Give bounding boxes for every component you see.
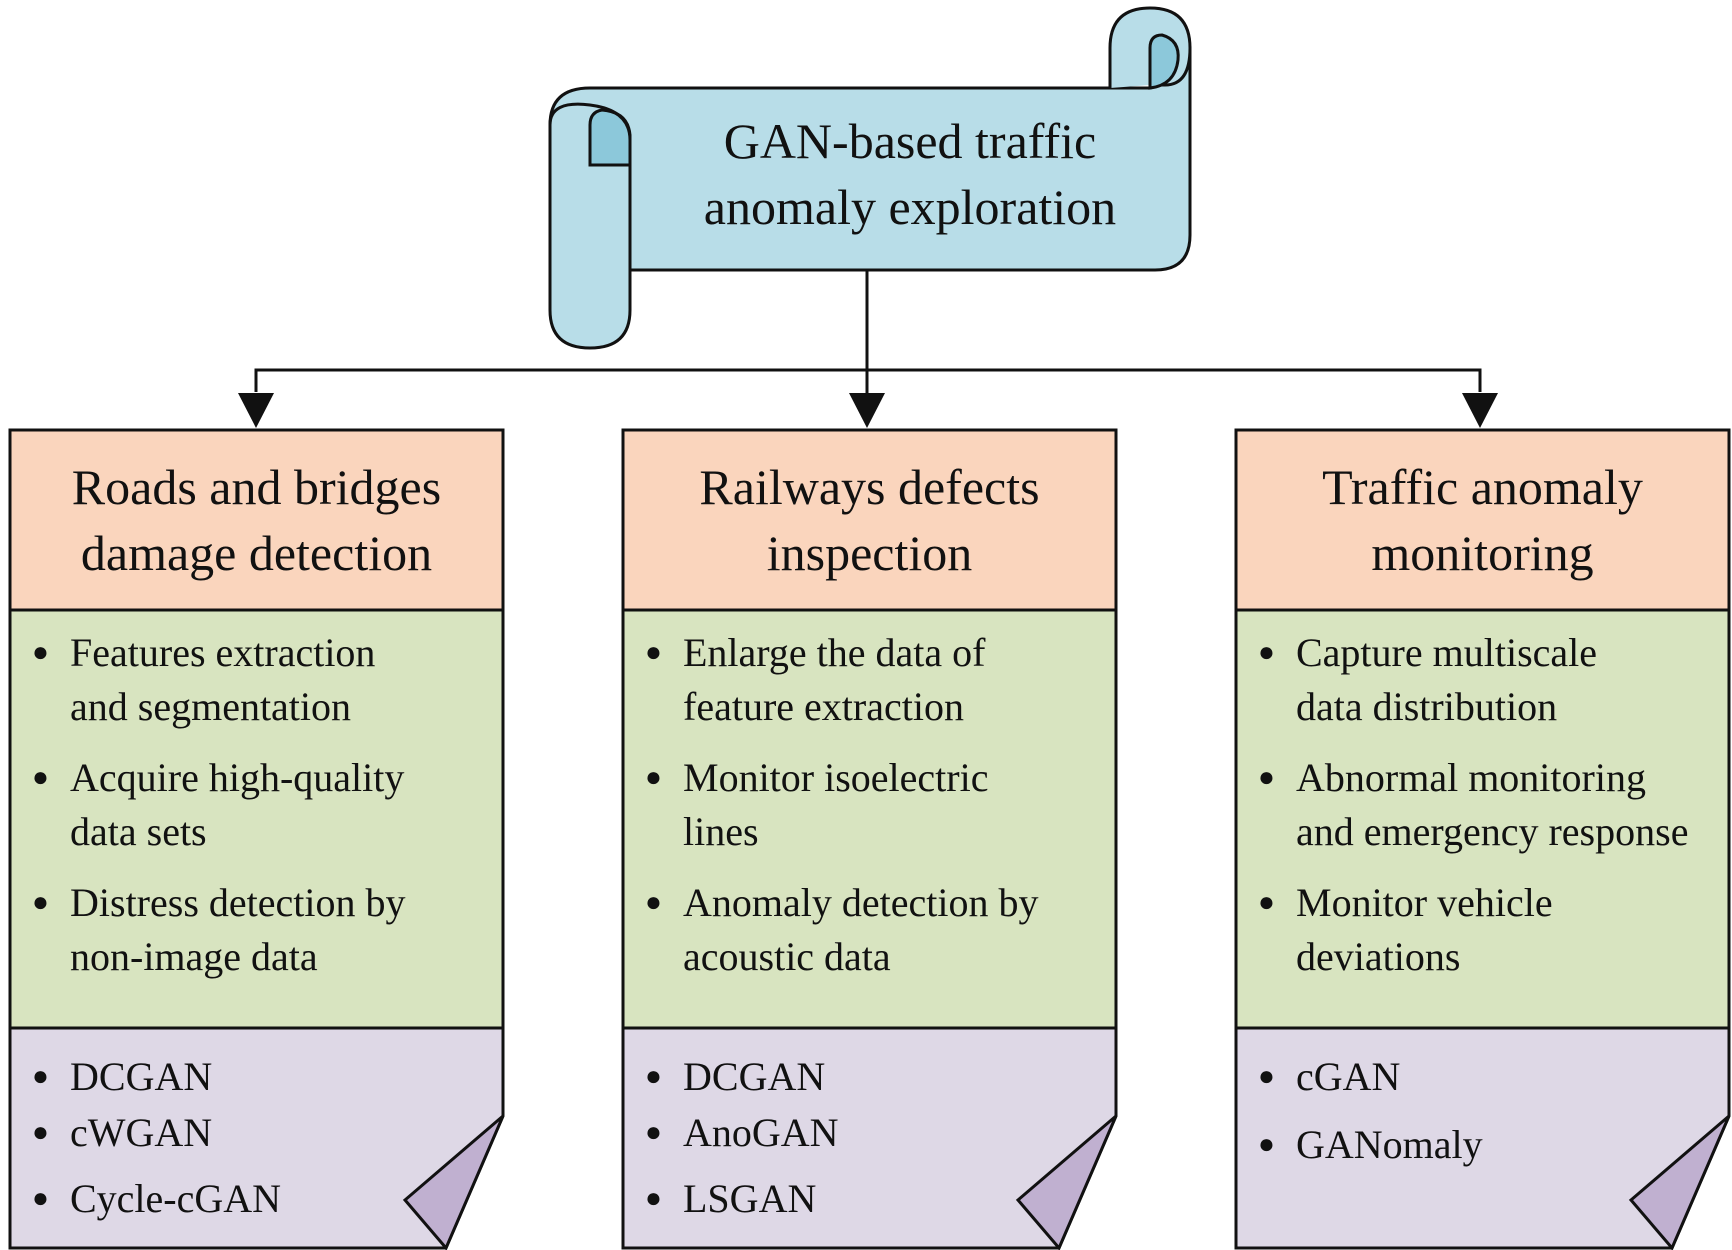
model-item: cGAN: [1236, 1050, 1729, 1118]
feature-line: acoustic data: [683, 934, 891, 979]
feature-line: Features extraction: [70, 630, 376, 675]
feature-line: Abnormal monitoring: [1296, 755, 1646, 800]
model-item: DCGAN: [10, 1050, 503, 1106]
column-3-heading-box: [1234, 428, 1731, 612]
root-title-line: GAN-based traffic: [723, 113, 1097, 169]
column-heading: Railways defects inspection: [623, 430, 1116, 610]
feature-item: Capture multiscale data distribution: [1236, 626, 1729, 734]
scroll-left-curl: [548, 102, 632, 270]
arrowheads: [238, 393, 1498, 428]
scroll-top-curl-inner: [1148, 33, 1180, 90]
heading-line: inspection: [766, 525, 973, 581]
feature-line: and emergency response: [1296, 809, 1689, 854]
root-title: GAN-based traffic anomaly exploration: [650, 108, 1170, 240]
branch-line: [254, 368, 1482, 392]
column-2-heading-box: [621, 428, 1118, 612]
feature-line: Enlarge the data of: [683, 630, 986, 675]
heading-line: damage detection: [80, 525, 433, 581]
model-item: AnoGAN: [623, 1106, 1116, 1162]
model-item: cWGAN: [10, 1106, 503, 1162]
model-item: DCGAN: [623, 1050, 1116, 1106]
feature-line: data sets: [70, 809, 207, 854]
feature-line: lines: [683, 809, 759, 854]
feature-line: Capture multiscale: [1296, 630, 1598, 675]
connectors: [254, 270, 1482, 412]
feature-item: Distress detection by non-image data: [10, 876, 503, 984]
model-list: DCGAN AnoGAN LSGAN: [623, 1050, 1116, 1228]
feature-line: Acquire high-quality: [70, 755, 405, 800]
feature-line: Monitor isoelectric: [683, 755, 989, 800]
model-list: DCGAN cWGAN Cycle-cGAN: [10, 1050, 503, 1228]
feature-list: Enlarge the data of feature extraction M…: [623, 626, 1116, 1001]
feature-list: Capture multiscale data distribution Abn…: [1236, 626, 1729, 1001]
feature-item: Anomaly detection by acoustic data: [623, 876, 1116, 984]
model-item: LSGAN: [623, 1172, 1116, 1228]
model-list: cGAN GANomaly: [1236, 1050, 1729, 1186]
root-title-line: anomaly exploration: [703, 179, 1117, 235]
heading-line: Railways defects: [699, 459, 1040, 515]
feature-item: Monitor isoelectric lines: [623, 751, 1116, 859]
feature-item: Enlarge the data of feature extraction: [623, 626, 1116, 734]
title-scroll: [548, 6, 1192, 350]
arrow-center: [849, 393, 885, 428]
feature-line: data distribution: [1296, 684, 1558, 729]
model-item: GANomaly: [1236, 1118, 1729, 1186]
column-heading: Traffic anomaly monitoring: [1236, 430, 1729, 610]
model-item: Cycle-cGAN: [10, 1172, 503, 1228]
heading-line: Roads and bridges: [71, 459, 442, 515]
feature-line: non-image data: [70, 934, 318, 979]
feature-line: Distress detection by: [70, 880, 406, 925]
arrow-right: [1462, 393, 1498, 428]
column-heading: Roads and bridges damage detection: [10, 430, 503, 610]
feature-item: Acquire high-quality data sets: [10, 751, 503, 859]
heading-line: Traffic anomaly: [1322, 459, 1643, 515]
arrow-left: [238, 393, 274, 428]
feature-item: Features extraction and segmentation: [10, 626, 503, 734]
feature-list: Features extraction and segmentation Acq…: [10, 626, 503, 1001]
feature-item: Monitor vehicle deviations: [1236, 876, 1729, 984]
feature-line: Anomaly detection by: [683, 880, 1039, 925]
feature-line: Monitor vehicle: [1296, 880, 1553, 925]
heading-line: monitoring: [1371, 525, 1594, 581]
feature-line: feature extraction: [683, 684, 964, 729]
feature-line: deviations: [1296, 934, 1461, 979]
feature-line: and segmentation: [70, 684, 352, 729]
feature-item: Abnormal monitoring and emergency respon…: [1236, 751, 1729, 859]
